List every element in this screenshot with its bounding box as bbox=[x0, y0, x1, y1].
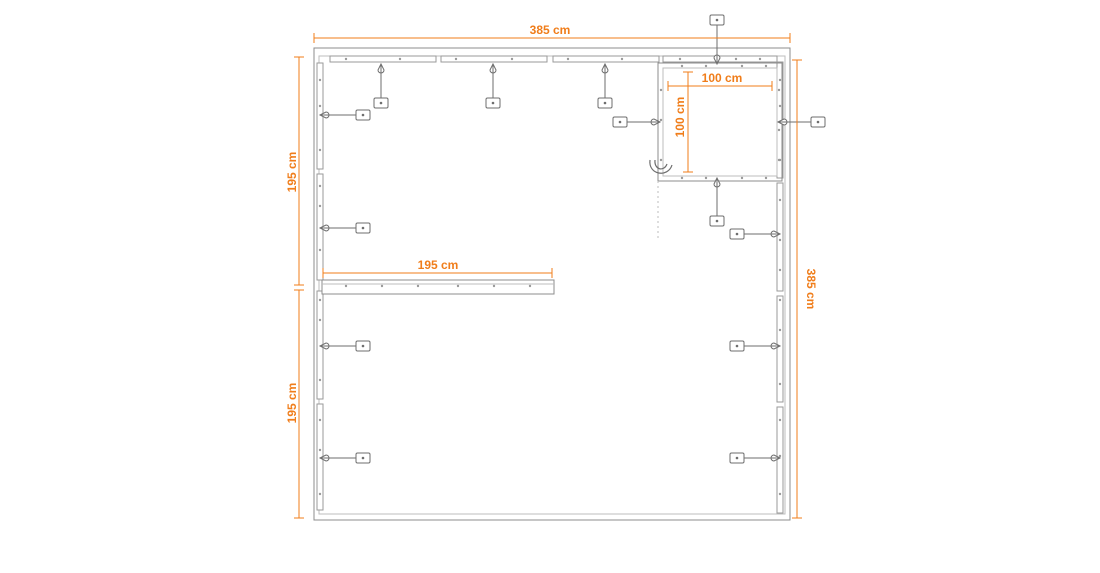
rivet bbox=[318, 418, 322, 422]
dimension-labels: 385 cm 385 cm 195 cm 195 cm 195 cm 100 c… bbox=[285, 23, 818, 423]
rivet bbox=[318, 78, 322, 82]
rivet bbox=[680, 64, 684, 68]
rivet bbox=[510, 57, 514, 61]
rivet bbox=[398, 57, 402, 61]
middle-bar bbox=[321, 279, 555, 295]
rivet bbox=[318, 184, 322, 188]
inner-border bbox=[318, 55, 786, 515]
turnbuckle-anchor-icon bbox=[597, 62, 613, 109]
right-rail-2 bbox=[776, 182, 784, 292]
dim-left-lower-label: 195 cm bbox=[285, 383, 299, 424]
rivet bbox=[318, 492, 322, 496]
rivet bbox=[740, 64, 744, 68]
turnbuckle-anchor-icon bbox=[709, 14, 725, 66]
rivet bbox=[778, 198, 782, 202]
rivet bbox=[778, 104, 782, 108]
dim-middle-label: 195 cm bbox=[418, 258, 459, 272]
top-rail-2 bbox=[440, 55, 548, 63]
edge-rails bbox=[316, 55, 784, 514]
turnbuckle-anchor-icon bbox=[318, 340, 371, 352]
rivet bbox=[778, 268, 782, 272]
dim-top-label: 385 cm bbox=[530, 23, 571, 37]
rivet bbox=[778, 78, 782, 82]
rivet bbox=[777, 128, 781, 132]
dim-window-height-label: 100 cm bbox=[673, 97, 687, 138]
turnbuckle-anchor-icon bbox=[729, 452, 782, 464]
rivet bbox=[318, 448, 322, 452]
dimension-lines bbox=[294, 33, 802, 519]
rivet bbox=[318, 104, 322, 108]
rivet bbox=[416, 284, 420, 288]
rivet bbox=[318, 148, 322, 152]
dim-window-width-label: 100 cm bbox=[702, 71, 743, 85]
rivet bbox=[764, 64, 768, 68]
rivet bbox=[778, 454, 782, 458]
rivet bbox=[758, 57, 762, 61]
turnbuckle-anchor-icon bbox=[318, 109, 371, 121]
rivet bbox=[659, 158, 663, 162]
rivet bbox=[380, 284, 384, 288]
turnbuckle-anchor-icon bbox=[318, 222, 371, 234]
right-rail-3 bbox=[776, 295, 784, 403]
dim-left-upper-label: 195 cm bbox=[285, 152, 299, 193]
outer-border bbox=[313, 47, 791, 521]
rivet bbox=[344, 57, 348, 61]
turnbuckle-anchor-icon bbox=[729, 340, 782, 352]
rivet bbox=[318, 298, 322, 302]
rivet bbox=[778, 298, 782, 302]
rivets bbox=[318, 57, 782, 496]
rivet bbox=[454, 57, 458, 61]
rivet bbox=[318, 318, 322, 322]
rivet bbox=[680, 176, 684, 180]
rivet bbox=[659, 118, 663, 122]
turnbuckle-anchor-icon bbox=[776, 116, 826, 128]
rivet bbox=[566, 57, 570, 61]
rivet bbox=[659, 88, 663, 92]
rivet bbox=[778, 328, 782, 332]
rivet bbox=[777, 88, 781, 92]
rivet bbox=[778, 492, 782, 496]
turnbuckle-anchor-icon bbox=[709, 176, 725, 227]
turnbuckle-anchor-icon bbox=[373, 62, 389, 109]
middle-bar-body bbox=[321, 279, 555, 295]
rivet bbox=[777, 158, 781, 162]
rivet bbox=[778, 418, 782, 422]
hook-icon bbox=[649, 159, 673, 174]
rivet bbox=[778, 382, 782, 386]
rivet bbox=[678, 57, 682, 61]
rivet bbox=[318, 248, 322, 252]
top-rail-1 bbox=[329, 55, 437, 63]
rivet bbox=[704, 64, 708, 68]
rivet bbox=[456, 284, 460, 288]
turnbuckle-anchor-icon bbox=[485, 62, 501, 109]
turnbuckle-anchor-icon bbox=[318, 452, 371, 464]
rivet bbox=[704, 176, 708, 180]
turnbuckle-anchor-icon bbox=[612, 116, 662, 128]
tarp-frame bbox=[313, 47, 791, 521]
rivet bbox=[740, 176, 744, 180]
tensioners bbox=[318, 14, 826, 464]
rivet bbox=[318, 378, 322, 382]
rivet bbox=[528, 284, 532, 288]
rivet bbox=[764, 176, 768, 180]
right-rail-4 bbox=[776, 406, 784, 514]
dim-right-label: 385 cm bbox=[804, 269, 818, 310]
top-rail-3 bbox=[552, 55, 660, 63]
rivet bbox=[620, 57, 624, 61]
rivet bbox=[734, 57, 738, 61]
rivet bbox=[778, 238, 782, 242]
turnbuckle-anchor-icon bbox=[729, 228, 782, 240]
rivet bbox=[492, 284, 496, 288]
rivet bbox=[344, 284, 348, 288]
rivet bbox=[318, 204, 322, 208]
